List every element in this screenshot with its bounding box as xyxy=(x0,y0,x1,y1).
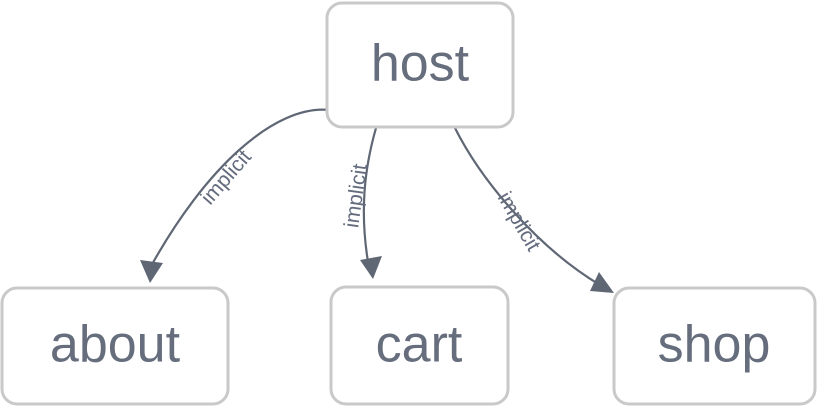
node-shop[interactable]: shop xyxy=(612,286,817,406)
edge-host-cart-arrowhead-icon xyxy=(360,256,382,279)
node-about-label: about xyxy=(50,316,181,374)
edge-host-shop-path xyxy=(453,126,602,287)
node-about[interactable]: about xyxy=(0,286,230,406)
edge-host-about-path xyxy=(148,108,332,270)
node-host-label: host xyxy=(371,35,470,93)
edge-host-cart-label: implicit xyxy=(340,162,372,229)
node-cart-box[interactable] xyxy=(329,285,510,406)
edge-group: implicit implicit implicit xyxy=(140,108,614,293)
node-shop-label: shop xyxy=(658,316,771,374)
node-shop-box[interactable] xyxy=(612,286,817,406)
edge-host-shop[interactable]: implicit xyxy=(453,126,614,293)
edge-host-about-label: implicit xyxy=(197,145,257,209)
node-about-box[interactable] xyxy=(0,286,230,406)
node-host[interactable]: host xyxy=(325,1,515,129)
edge-host-cart[interactable]: implicit xyxy=(340,126,382,279)
edge-host-about[interactable]: implicit xyxy=(140,108,332,283)
node-cart[interactable]: cart xyxy=(329,285,510,406)
node-host-box[interactable] xyxy=(325,1,515,129)
edge-host-shop-arrowhead-icon xyxy=(590,272,614,293)
node-cart-label: cart xyxy=(376,316,463,374)
edge-host-shop-label: implicit xyxy=(493,188,545,255)
edge-host-about-arrowhead-icon xyxy=(140,260,163,283)
edge-host-cart-path xyxy=(362,126,378,264)
